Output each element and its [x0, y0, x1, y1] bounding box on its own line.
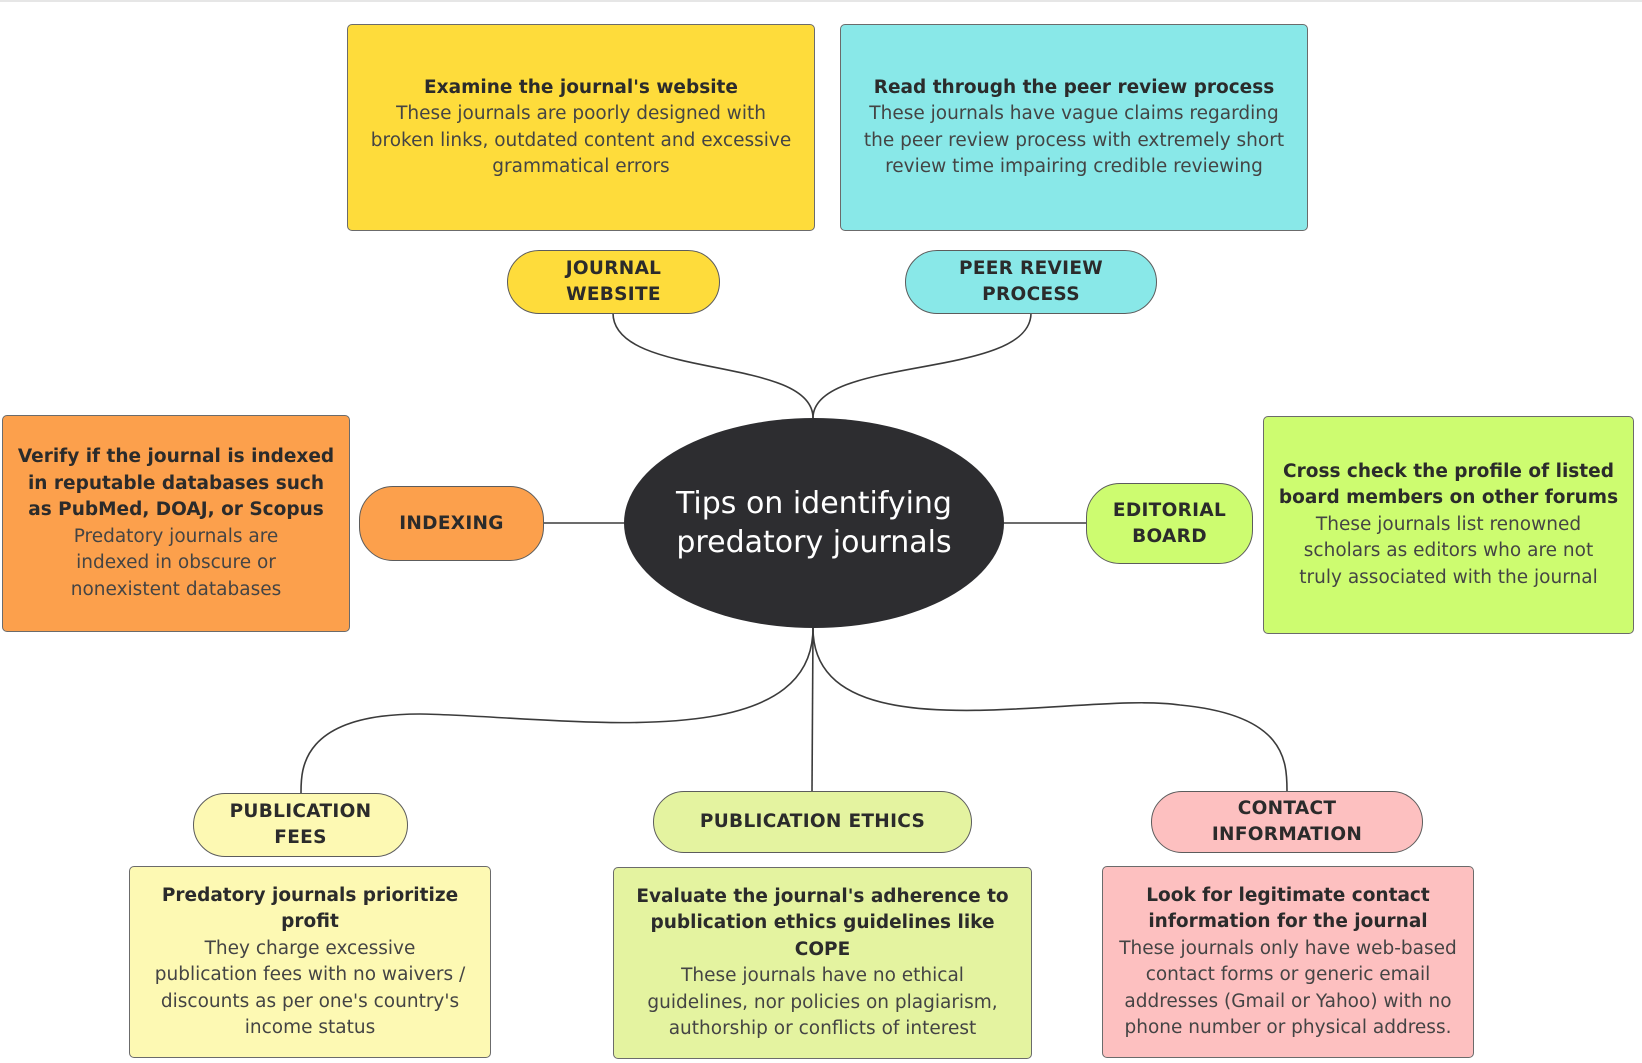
contact-information-detail-description: These journals only have web-based conta… — [1119, 937, 1457, 1039]
journal-website-detail-description: These journals are poorly designed with … — [370, 103, 792, 177]
editorial-board-detail-box[interactable]: Cross check the profile of listed board … — [1263, 416, 1634, 634]
connector-journal-website — [612, 312, 814, 419]
indexing-label: INDEXING — [399, 512, 504, 534]
journal-website-detail-box[interactable]: Examine the journal's website These jour… — [347, 24, 815, 231]
publication-fees-detail-description: They charge excessive publication fees w… — [154, 937, 466, 1039]
journal-website-detail-title: Examine the journal's website — [424, 76, 738, 98]
publication-fees-detail-box[interactable]: Predatory journals prioritize profit The… — [129, 866, 491, 1058]
contact-information-label: CONTACT INFORMATION — [1211, 798, 1363, 845]
connector-publication-ethics — [811, 627, 814, 792]
peer-review-detail-description: These journals have vague claims regardi… — [863, 103, 1285, 177]
indexing-node[interactable]: INDEXING — [359, 486, 544, 561]
indexing-detail-box[interactable]: Verify if the journal is indexed in repu… — [2, 415, 350, 632]
publication-fees-node[interactable]: PUBLICATION FEES — [193, 793, 408, 857]
editorial-board-node[interactable]: EDITORIAL BOARD — [1086, 483, 1253, 564]
publication-ethics-detail-description: These journals have no ethical guideline… — [647, 965, 998, 1039]
contact-information-detail-box[interactable]: Look for legitimate contact information … — [1102, 866, 1474, 1058]
publication-ethics-node[interactable]: PUBLICATION ETHICS — [653, 791, 972, 853]
central-topic[interactable]: Tips on identifying predatory journals — [624, 418, 1004, 628]
publication-ethics-detail-box[interactable]: Evaluate the journal's adherence to publ… — [613, 867, 1032, 1059]
publication-fees-detail-title: Predatory journals prioritize profit — [161, 884, 459, 933]
connector-contact-information — [812, 627, 1288, 792]
publication-ethics-detail-title: Evaluate the journal's adherence to publ… — [636, 885, 1009, 960]
journal-website-node[interactable]: JOURNAL WEBSITE — [507, 250, 720, 314]
contact-information-node[interactable]: CONTACT INFORMATION — [1151, 791, 1423, 853]
peer-review-node[interactable]: PEER REVIEW PROCESS — [905, 250, 1157, 314]
connector-publication-fees — [300, 627, 814, 794]
contact-information-detail-title: Look for legitimate contact information … — [1146, 884, 1430, 933]
journal-website-label: JOURNAL WEBSITE — [565, 258, 662, 305]
top-border — [0, 0, 1642, 2]
publication-ethics-label: PUBLICATION ETHICS — [699, 811, 926, 832]
peer-review-label: PEER REVIEW PROCESS — [959, 258, 1103, 305]
peer-review-detail-title: Read through the peer review process — [873, 76, 1275, 98]
connector-peer-review — [812, 312, 1032, 419]
editorial-board-label: EDITORIAL BOARD — [1112, 499, 1227, 547]
editorial-board-detail-description: These journals list renowned scholars as… — [1299, 513, 1598, 588]
publication-fees-label: PUBLICATION FEES — [229, 801, 372, 848]
indexing-detail-description: Predatory journals are indexed in obscur… — [70, 525, 282, 600]
indexing-detail-title: Verify if the journal is indexed in repu… — [17, 446, 335, 520]
central-topic-label: Tips on identifying predatory journals — [676, 486, 952, 560]
editorial-board-detail-title: Cross check the profile of listed board … — [1278, 460, 1619, 509]
peer-review-detail-box[interactable]: Read through the peer review process The… — [840, 24, 1308, 231]
